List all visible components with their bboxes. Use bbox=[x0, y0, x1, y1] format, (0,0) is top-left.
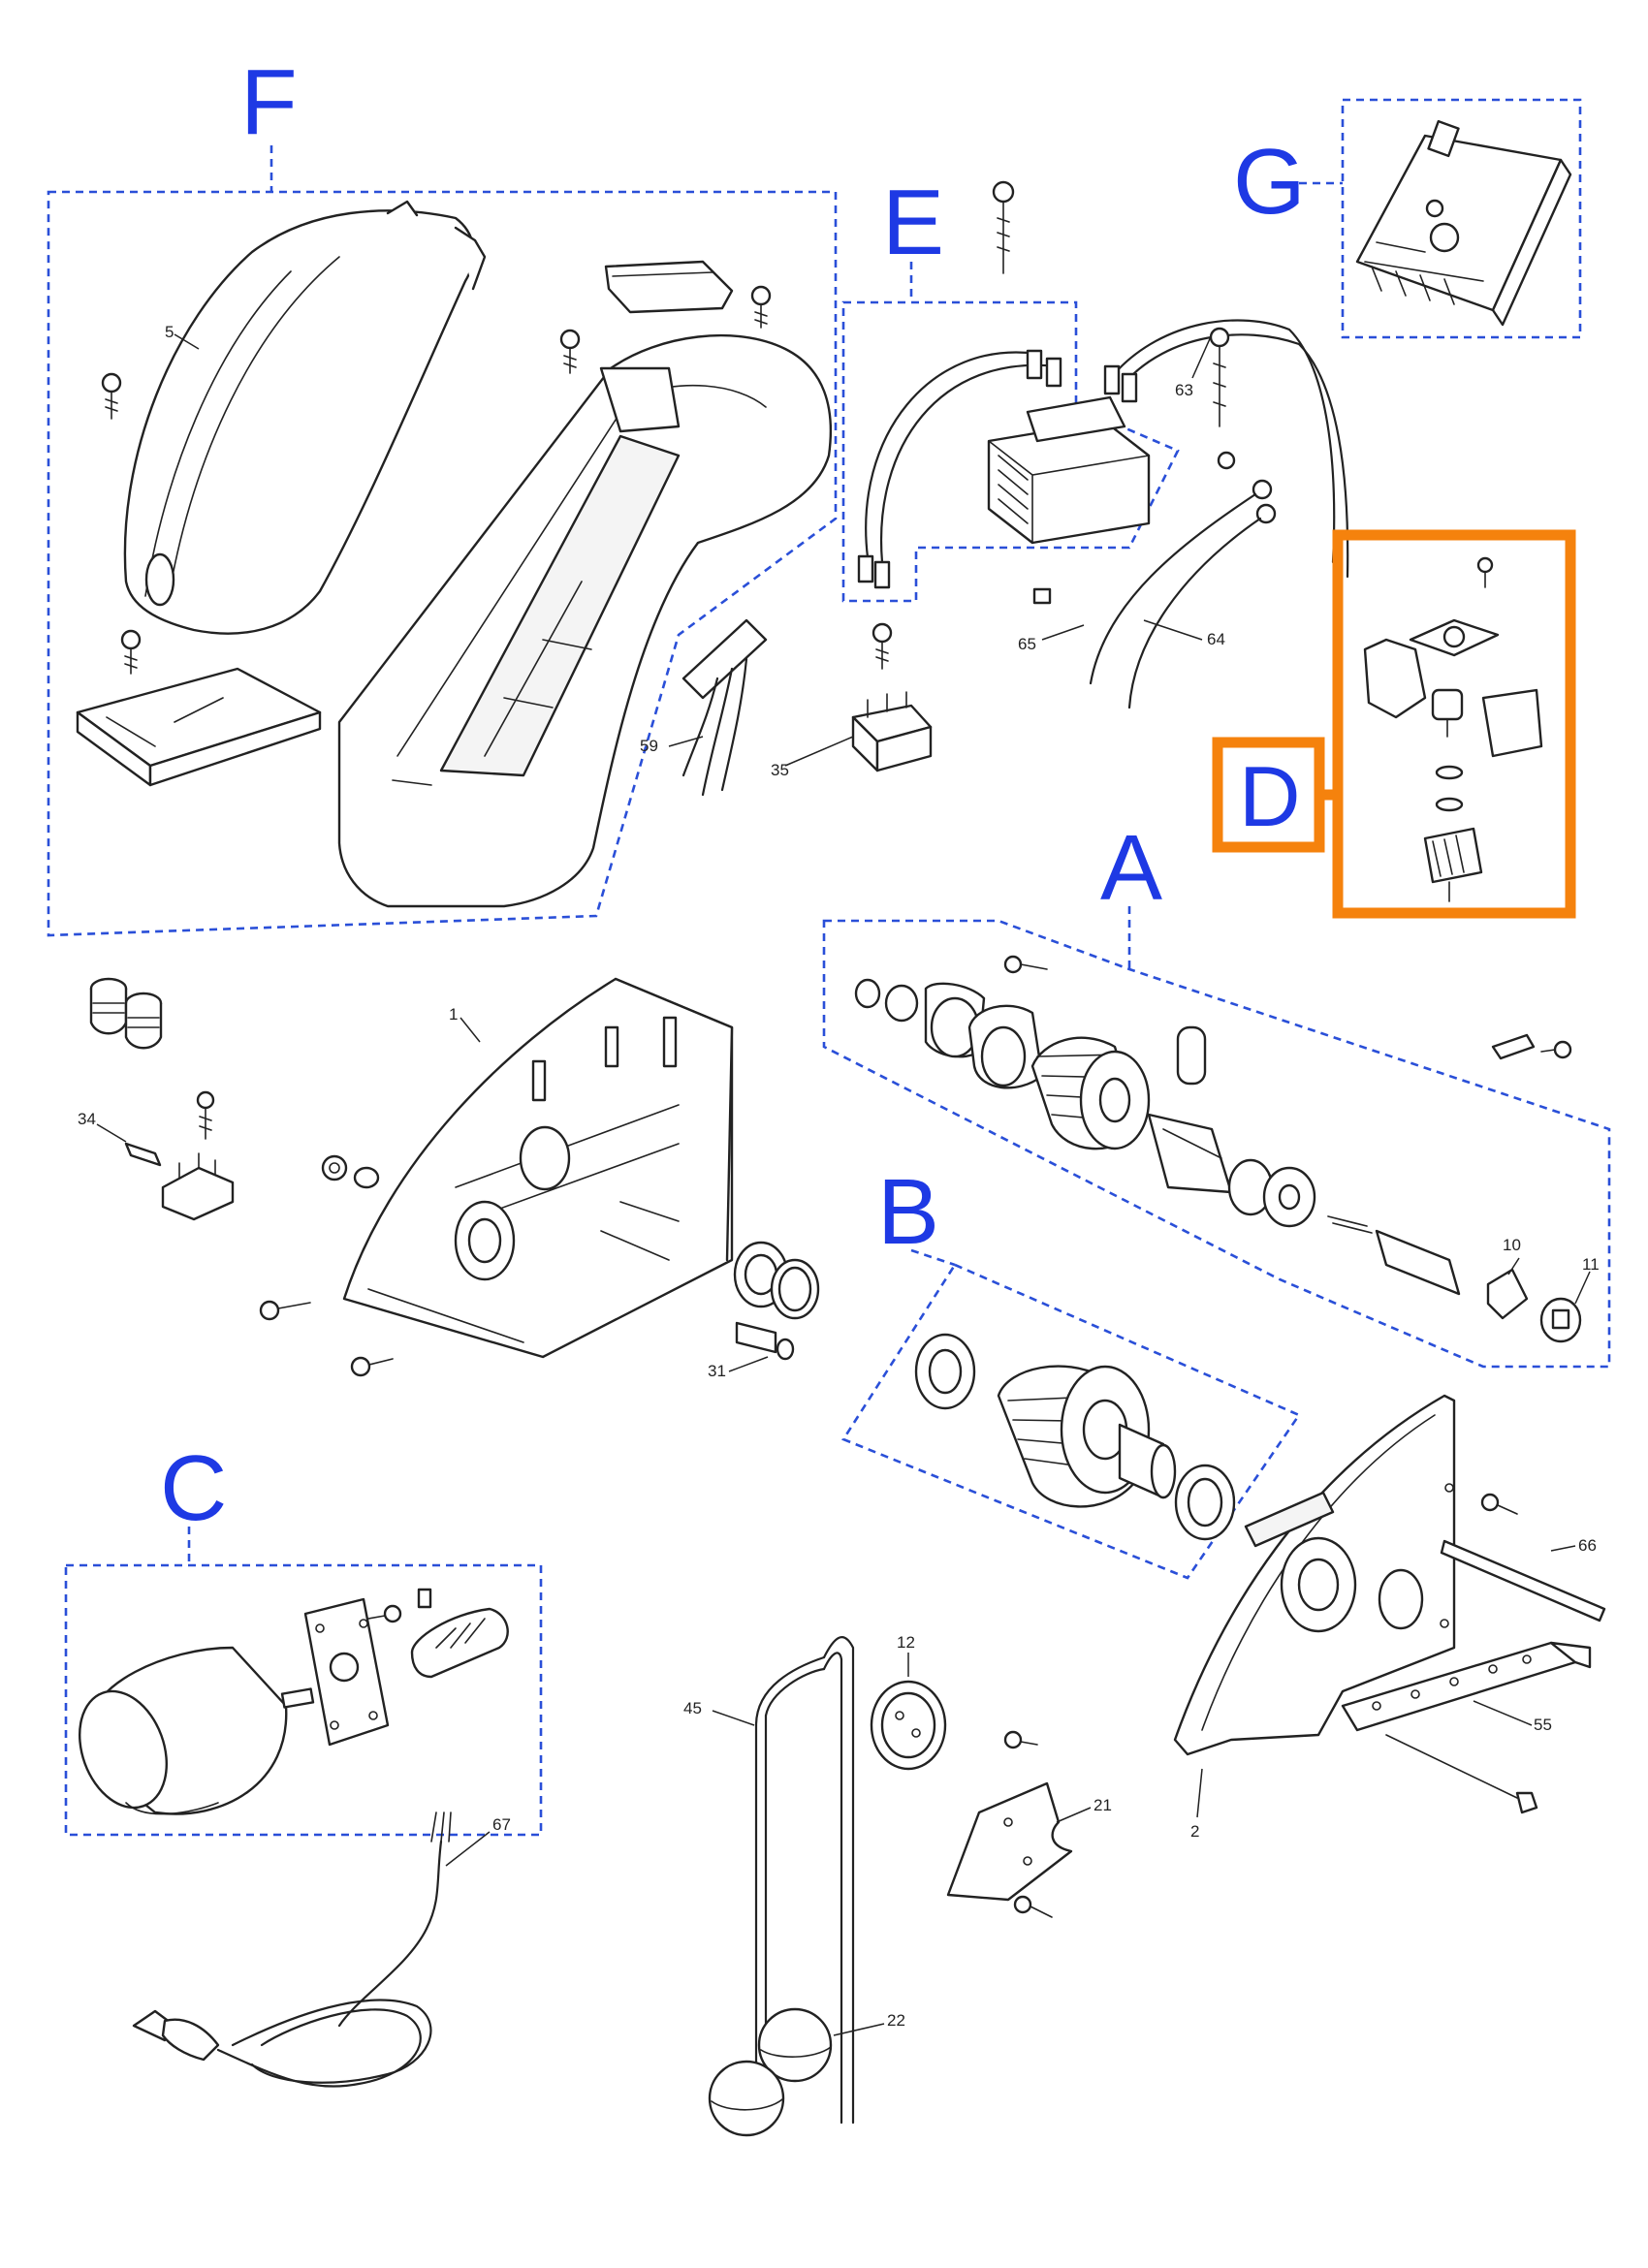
part-59-label: 59 bbox=[640, 737, 658, 755]
side-plate-2[interactable]: 2 bbox=[1173, 1394, 1456, 1841]
gearbox-body[interactable]: 1 bbox=[342, 977, 734, 1359]
group-a-parts: 10 11 bbox=[854, 955, 1600, 1343]
part-2-label: 2 bbox=[1190, 1822, 1199, 1841]
pulley-12: 12 bbox=[870, 1633, 947, 1771]
group-c[interactable]: C bbox=[64, 1436, 543, 1837]
mains-cable-67: 67 bbox=[132, 1811, 511, 2088]
part-31: 31 bbox=[708, 1321, 795, 1380]
group-g-outline bbox=[1341, 98, 1582, 339]
wire-harness-e bbox=[857, 349, 1062, 589]
screw-f-2 bbox=[120, 629, 142, 675]
part-11-label: 11 bbox=[1582, 1255, 1600, 1274]
chain-45: 45 bbox=[683, 1636, 855, 2125]
small-lid bbox=[604, 260, 734, 314]
part-35: 35 bbox=[771, 691, 933, 779]
group-a-outline bbox=[822, 919, 1611, 1369]
group-g-label: G bbox=[1233, 130, 1306, 234]
group-b-outline bbox=[841, 1263, 1301, 1580]
top-cover[interactable]: 5 bbox=[123, 200, 487, 635]
part-10-label: 10 bbox=[1503, 1236, 1521, 1254]
group-g[interactable]: G bbox=[1233, 98, 1582, 339]
group-e-outline bbox=[841, 300, 1180, 603]
bracket-55: 55 bbox=[1341, 1641, 1592, 1814]
part-55-label: 55 bbox=[1534, 1716, 1552, 1734]
group-d[interactable]: D bbox=[1212, 529, 1576, 919]
motor bbox=[78, 1588, 509, 1815]
group-d-label: D bbox=[1239, 748, 1301, 844]
part-64-label: 64 bbox=[1207, 630, 1225, 648]
group-c-outline bbox=[64, 1563, 543, 1837]
gearbox-fasteners bbox=[259, 1154, 394, 1377]
part-34: 34 bbox=[78, 1090, 235, 1221]
part-45-label: 45 bbox=[683, 1699, 702, 1717]
part-12-label: 12 bbox=[897, 1633, 915, 1652]
part-5-label: 5 bbox=[165, 323, 174, 341]
long-screw-e bbox=[992, 180, 1015, 274]
screw-35 bbox=[872, 622, 893, 670]
rod-66: 66 bbox=[1440, 1493, 1606, 1622]
part-65: 65 bbox=[1018, 587, 1085, 653]
group-c-label: C bbox=[160, 1436, 227, 1540]
bolt-e bbox=[1209, 327, 1230, 427]
screw-f-3 bbox=[559, 329, 581, 374]
group-f-outline bbox=[47, 190, 838, 937]
part-1-label: 1 bbox=[449, 1005, 458, 1024]
part-65-label: 65 bbox=[1018, 635, 1036, 653]
circuit-board bbox=[76, 667, 322, 787]
cable-glands bbox=[89, 977, 163, 1050]
transformer bbox=[987, 395, 1151, 545]
screw-f-4 bbox=[750, 285, 772, 329]
part-63-label: 63 bbox=[1175, 381, 1193, 399]
terminal-block: 59 bbox=[640, 618, 768, 797]
group-b-parts bbox=[914, 1333, 1236, 1541]
main-housing[interactable] bbox=[337, 333, 833, 908]
part-35-label: 35 bbox=[771, 761, 789, 779]
group-e-label: E bbox=[882, 171, 944, 274]
group-b[interactable]: B bbox=[841, 1160, 1301, 1580]
group-e[interactable]: E bbox=[841, 171, 1180, 603]
wire-63: 63 bbox=[1103, 319, 1349, 579]
part-66-label: 66 bbox=[1578, 1536, 1597, 1555]
bushings bbox=[733, 1241, 820, 1320]
part-67-label: 67 bbox=[492, 1815, 511, 1834]
bracket-21: 21 bbox=[946, 1730, 1112, 1918]
wires-64: 64 bbox=[1089, 451, 1277, 709]
balls-22: 22 bbox=[708, 2007, 905, 2137]
screw-f-1 bbox=[101, 372, 122, 420]
part-21-label: 21 bbox=[1093, 1796, 1112, 1814]
group-f[interactable]: F bbox=[47, 50, 838, 937]
part-31-label: 31 bbox=[708, 1362, 726, 1380]
group-d-highlight bbox=[1332, 529, 1576, 919]
part-22-label: 22 bbox=[887, 2011, 905, 2030]
control-board bbox=[1355, 119, 1572, 327]
group-d-parts bbox=[1363, 556, 1543, 902]
group-a[interactable]: A bbox=[822, 816, 1611, 1369]
group-b-label: B bbox=[877, 1160, 939, 1264]
part-34-label: 34 bbox=[78, 1110, 96, 1128]
group-a-label: A bbox=[1100, 816, 1162, 920]
group-f-label: F bbox=[240, 50, 298, 154]
